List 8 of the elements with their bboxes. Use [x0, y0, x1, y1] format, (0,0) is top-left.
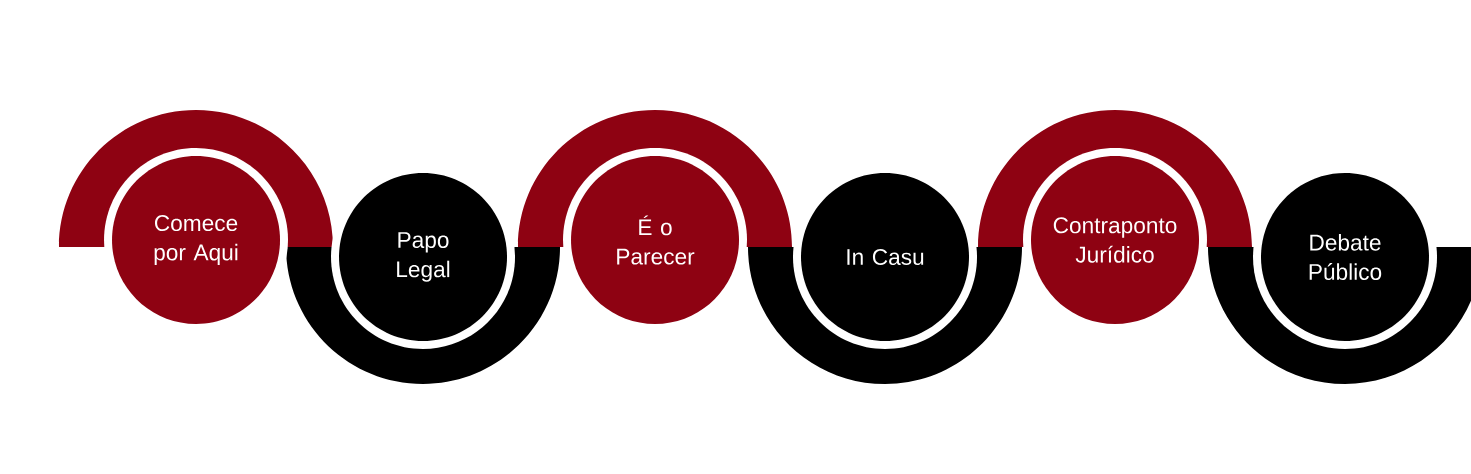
arc-band — [518, 110, 792, 247]
node-label: Comece por Aqui — [154, 215, 238, 265]
node-label: Papo Legal — [397, 232, 450, 282]
arc-band — [978, 110, 1252, 247]
node-label: In Casu — [847, 248, 924, 266]
node-label: Debate Público — [1309, 234, 1382, 280]
node-label: Contraponto Jurídico — [1053, 217, 1177, 263]
node-label: É o Parecer — [617, 215, 695, 265]
